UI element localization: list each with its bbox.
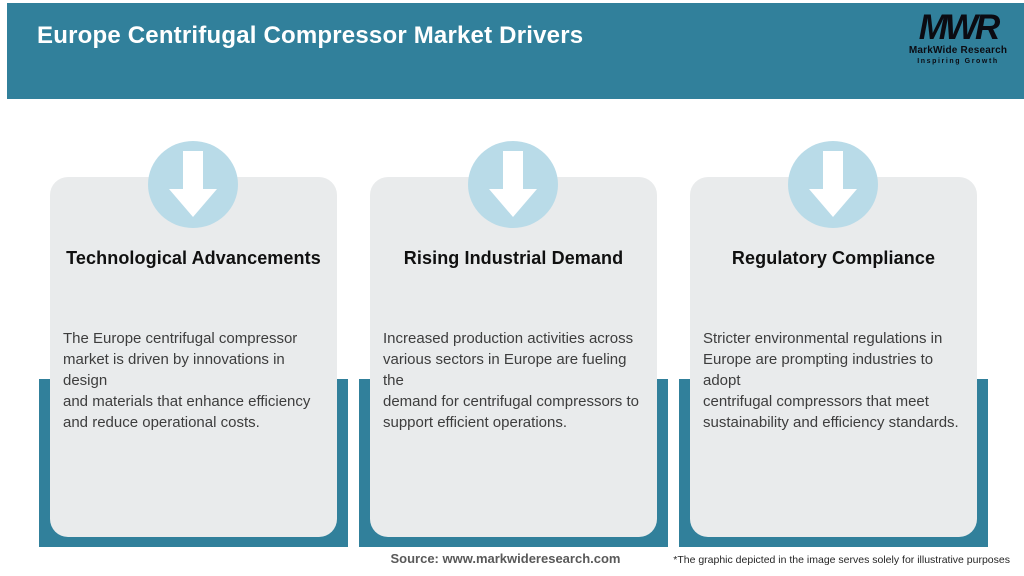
source-text: Source: www.markwideresearch.com bbox=[390, 551, 621, 566]
body-line: various sectors in Europe are fueling th… bbox=[383, 351, 627, 389]
card-body-text: The Europe centrifugal compressor market… bbox=[63, 328, 331, 433]
logo-company-name: MarkWide Research bbox=[908, 45, 1008, 56]
logo-tagline: Inspiring Growth bbox=[917, 58, 999, 65]
card-body-text: Stricter environmental regulations in Eu… bbox=[703, 328, 971, 433]
body-line: The Europe centrifugal compressor bbox=[63, 330, 298, 347]
body-line: and reduce operational costs. bbox=[63, 414, 260, 431]
down-arrow-icon bbox=[468, 141, 558, 228]
body-line: and materials that enhance efficiency bbox=[63, 393, 311, 410]
card-title: Regulatory Compliance bbox=[731, 248, 936, 268]
body-line: Europe are prompting industries to adopt bbox=[703, 351, 934, 389]
down-arrow-icon bbox=[788, 141, 878, 228]
body-line: centrifugal compressors that meet bbox=[703, 393, 929, 410]
body-line: market is driven by innovations in desig… bbox=[63, 351, 285, 389]
mwr-monogram-icon: MWR bbox=[918, 8, 1000, 47]
disclaimer-text: *The graphic depicted in the image serve… bbox=[673, 554, 1010, 566]
card-title: Rising Industrial Demand bbox=[403, 248, 624, 268]
header-bar: Europe Centrifugal Compressor Market Dri… bbox=[7, 3, 1024, 99]
down-arrow-icon bbox=[148, 141, 238, 228]
card-title: Technological Advancements bbox=[66, 248, 321, 268]
card-body-text: Increased production activities across v… bbox=[383, 328, 651, 433]
body-line: support efficient operations. bbox=[383, 414, 568, 431]
driver-card-technological-advancements: Technological Advancements The Europe ce… bbox=[50, 177, 337, 537]
page-title: Europe Centrifugal Compressor Market Dri… bbox=[37, 22, 584, 49]
markwide-research-logo: MWR MarkWide Research Inspiring Growth bbox=[900, 10, 1016, 65]
body-line: Stricter environmental regulations in bbox=[703, 330, 943, 347]
driver-card-rising-industrial-demand: Rising Industrial Demand Increased produ… bbox=[370, 177, 657, 537]
body-line: Increased production activities across bbox=[383, 330, 634, 347]
body-line: demand for centrifugal compressors to bbox=[383, 393, 639, 410]
driver-card-regulatory-compliance: Regulatory Compliance Stricter environme… bbox=[690, 177, 977, 537]
body-line: sustainability and efficiency standards. bbox=[703, 414, 959, 431]
